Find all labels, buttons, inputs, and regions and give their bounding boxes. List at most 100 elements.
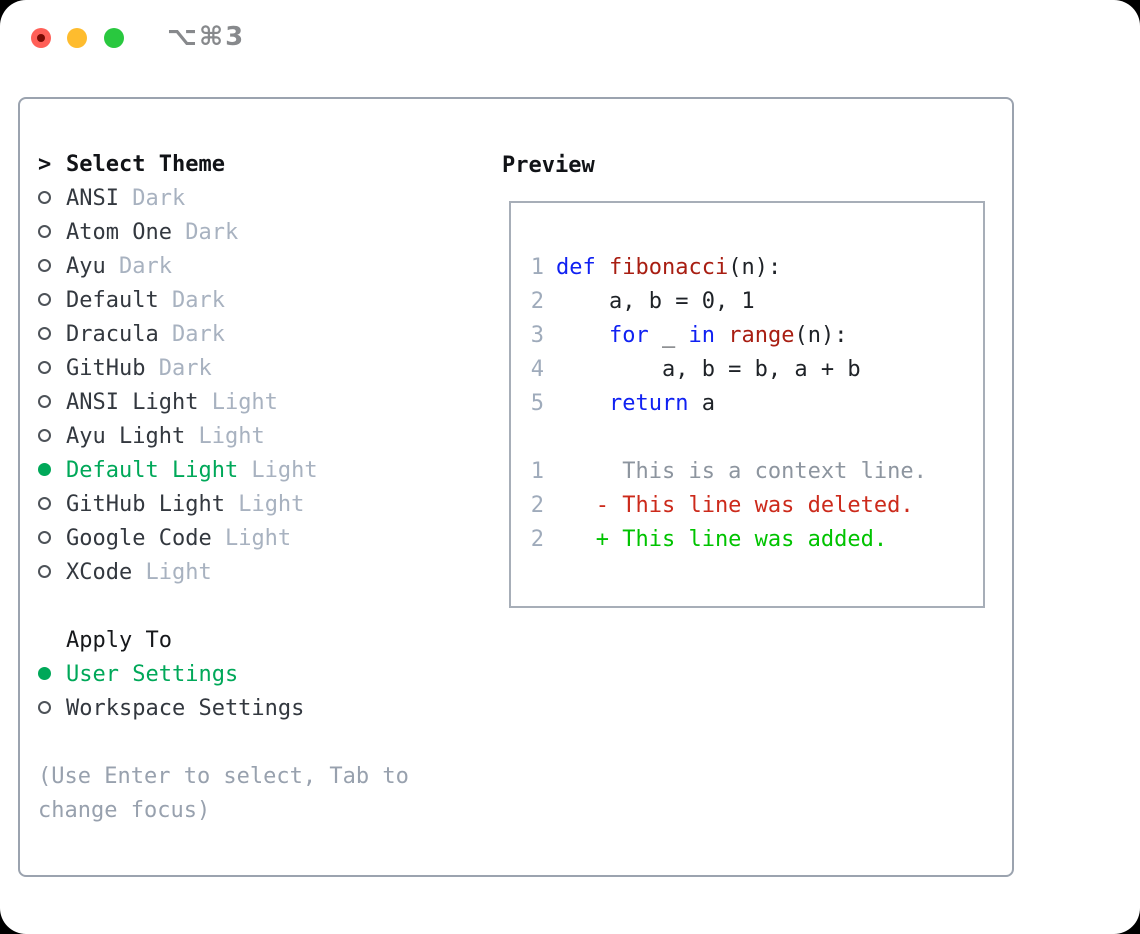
theme-name: Google Code xyxy=(66,526,212,551)
line-number: 4 xyxy=(530,357,544,382)
radio-cell xyxy=(38,216,66,250)
code-line: 5 return a xyxy=(530,387,927,421)
theme-name: Ayu Light xyxy=(66,424,186,449)
window-title: ⌥⌘3 xyxy=(167,22,246,52)
theme-variant: Dark xyxy=(118,186,186,211)
radio-unselected-icon xyxy=(38,225,51,238)
radio-cell xyxy=(38,318,66,352)
radio-cell xyxy=(38,420,66,454)
theme-name: Ayu xyxy=(66,254,106,279)
code-line: 4 a, b = b, a + b xyxy=(530,353,927,387)
theme-name: ANSI Light xyxy=(66,390,199,415)
zoom-button[interactable] xyxy=(104,28,124,48)
close-dot-icon xyxy=(37,34,45,42)
radio-unselected-icon xyxy=(38,259,51,272)
radio-cell xyxy=(38,522,66,556)
radio-unselected-icon xyxy=(38,701,51,714)
theme-option-atom-one-dark[interactable]: Atom One Dark xyxy=(38,216,478,250)
apply-to-header: Apply To xyxy=(38,624,478,658)
code-line: 2 a, b = 0, 1 xyxy=(530,285,927,319)
apply-option-workspace-settings[interactable]: Workspace Settings xyxy=(38,692,478,726)
radio-cell xyxy=(38,658,66,692)
theme-variant: Light xyxy=(198,390,278,415)
blank-line xyxy=(530,421,927,455)
line-number: 5 xyxy=(530,391,544,416)
prompt-caret: > xyxy=(38,152,52,177)
apply-to-title: Apply To xyxy=(66,628,172,653)
theme-option-ansi-light-light[interactable]: ANSI Light Light xyxy=(38,386,478,420)
line-number: 3 xyxy=(530,323,544,348)
theme-option-xcode-light[interactable]: XCode Light xyxy=(38,556,478,590)
code-line: 3 for _ in range(n): xyxy=(530,319,927,353)
radio-cell xyxy=(38,488,66,522)
apply-option-label: User Settings xyxy=(66,662,239,687)
radio-unselected-icon xyxy=(38,191,51,204)
theme-option-github-light-light[interactable]: GitHub Light Light xyxy=(38,488,478,522)
gap xyxy=(38,590,478,624)
theme-option-ayu-light-light[interactable]: Ayu Light Light xyxy=(38,420,478,454)
theme-variant: Dark xyxy=(158,322,225,347)
theme-variant: Light xyxy=(224,492,305,517)
theme-name: Dracula xyxy=(66,322,159,347)
theme-name: GitHub Light xyxy=(66,492,225,517)
radio-cell xyxy=(38,352,66,386)
radio-cell xyxy=(38,454,66,488)
theme-option-default-light-light[interactable]: Default Light Light xyxy=(38,454,478,488)
line-number: 1 xyxy=(530,459,544,484)
theme-name: GitHub xyxy=(66,356,146,381)
radio-selected-icon xyxy=(38,667,51,680)
radio-unselected-icon xyxy=(38,293,51,306)
radio-cell xyxy=(38,386,66,420)
radio-cell xyxy=(38,182,66,216)
radio-unselected-icon xyxy=(38,531,51,544)
select-theme-header: > Select Theme xyxy=(38,148,478,182)
theme-variant: Light xyxy=(238,458,318,483)
theme-name: XCode xyxy=(66,560,133,585)
radio-unselected-icon xyxy=(38,395,51,408)
theme-variant: Light xyxy=(132,560,212,585)
radio-selected-icon xyxy=(38,463,51,476)
theme-name: ANSI xyxy=(66,186,119,211)
radio-cell xyxy=(38,250,66,284)
theme-variant: Dark xyxy=(105,254,172,279)
apply-option-user-settings[interactable]: User Settings xyxy=(38,658,478,692)
theme-option-github-dark[interactable]: GitHub Dark xyxy=(38,352,478,386)
theme-option-default-dark[interactable]: Default Dark xyxy=(38,284,478,318)
radio-unselected-icon xyxy=(38,497,51,510)
diff-line-deleted: 2 - This line was deleted. xyxy=(530,489,927,523)
radio-unselected-icon xyxy=(38,429,51,442)
theme-option-ansi-dark[interactable]: ANSI Dark xyxy=(38,182,478,216)
theme-option-dracula-dark[interactable]: Dracula Dark xyxy=(38,318,478,352)
theme-option-ayu-dark[interactable]: Ayu Dark xyxy=(38,250,478,284)
theme-name: Default xyxy=(66,288,159,313)
radio-cell xyxy=(38,692,66,726)
select-theme-title: Select Theme xyxy=(66,152,225,177)
line-number: 2 xyxy=(530,493,544,518)
theme-option-google-code-light[interactable]: Google Code Light xyxy=(38,522,478,556)
line-number: 2 xyxy=(530,289,544,314)
diff-line-added: 2 + This line was added. xyxy=(530,523,927,557)
theme-name: Default Light xyxy=(66,458,239,483)
gap xyxy=(38,726,478,760)
radio-cell xyxy=(38,556,66,590)
theme-variant: Light xyxy=(185,424,265,449)
radio-unselected-icon xyxy=(38,565,51,578)
radio-unselected-icon xyxy=(38,361,51,374)
close-button[interactable] xyxy=(31,28,51,48)
theme-variant: Dark xyxy=(171,220,239,245)
minimize-button[interactable] xyxy=(67,28,87,48)
preview-title: Preview xyxy=(502,153,595,178)
theme-name: Atom One xyxy=(66,220,172,245)
apply-option-label: Workspace Settings xyxy=(66,696,305,721)
theme-variant: Dark xyxy=(158,288,225,313)
theme-variant: Dark xyxy=(145,356,212,381)
line-number: 1 xyxy=(530,255,544,280)
line-number: 2 xyxy=(530,527,544,552)
